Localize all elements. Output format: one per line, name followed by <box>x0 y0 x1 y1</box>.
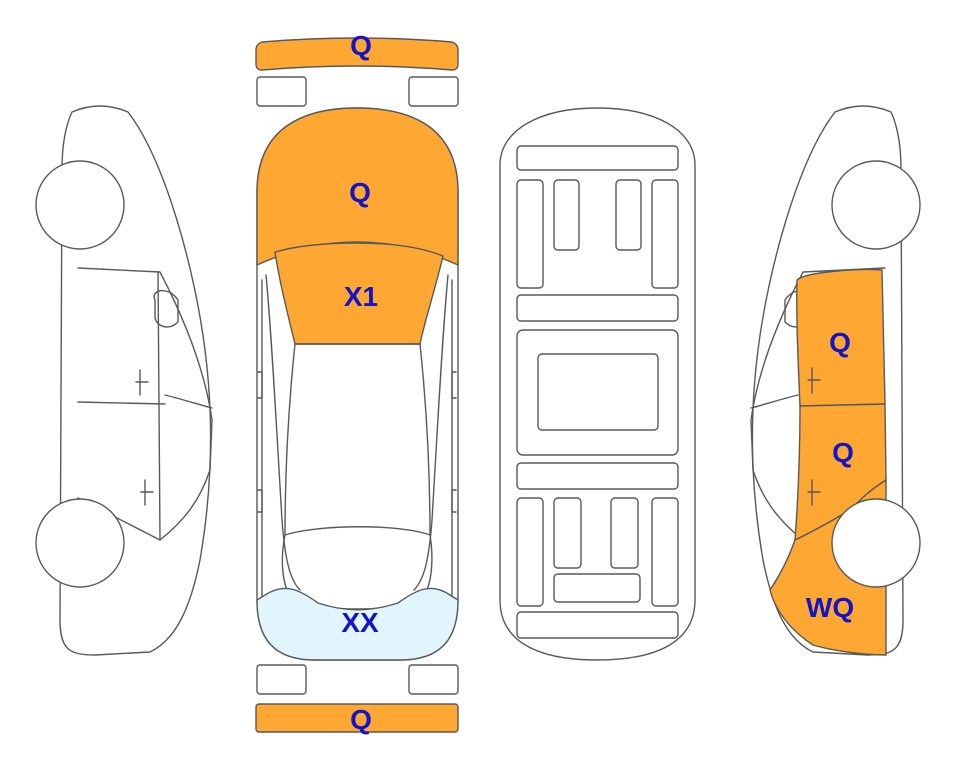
top-right-side-glass <box>413 274 449 591</box>
right-side-window-line <box>750 267 886 541</box>
underbody-rear-right-mount <box>610 497 639 569</box>
left-side-door-split <box>77 401 166 405</box>
right-side-belt <box>750 394 799 409</box>
underbody-center-panel <box>537 353 659 431</box>
roof <box>284 343 431 536</box>
rear-window-label: XX <box>341 607 379 638</box>
right-front-door-label: Q <box>829 327 851 358</box>
underbody-front-left-mount <box>553 179 580 251</box>
left-side-mirror <box>153 289 179 328</box>
underbody-front-crossmember <box>516 294 679 322</box>
front-bumper <box>255 37 459 71</box>
right-side-handle-front <box>807 367 821 394</box>
left-front-wheel <box>35 160 125 250</box>
rear-window <box>256 587 459 661</box>
top-left-mirror <box>257 371 263 399</box>
top-left-rear-handle <box>257 489 263 513</box>
top-left-side-glass <box>265 274 301 591</box>
left-side-pillar <box>157 271 161 541</box>
underbody-rear-right-rail <box>651 497 679 607</box>
windshield <box>274 242 444 345</box>
rear-bumper-label: Q <box>350 704 372 735</box>
right-rear-door-label: Q <box>832 437 854 468</box>
front-bumper-label: Q <box>350 30 372 61</box>
underbody-rear-left-mount <box>553 497 582 569</box>
left-side-handle-front <box>135 369 149 396</box>
underbody-front-bar <box>516 145 679 171</box>
top-right-rear-handle <box>451 489 457 513</box>
right-front-wheel <box>831 160 921 250</box>
rear-right-light <box>408 664 459 695</box>
underbody-rear-left-rail <box>516 497 544 607</box>
windshield-label: X1 <box>344 281 378 312</box>
underbody-front-right-rail <box>651 179 679 289</box>
rear-left-light <box>256 664 307 695</box>
left-side-view <box>35 105 213 656</box>
left-side-belt <box>164 394 213 409</box>
underbody-front-right-mount <box>615 179 642 251</box>
rear-bumper <box>255 703 459 733</box>
underbody-rear-bar <box>516 611 679 639</box>
front-right-light <box>408 76 459 107</box>
underbody-spare-well <box>553 573 641 603</box>
right-rear-wheel <box>831 498 921 588</box>
right-side-view: Q Q WQ <box>750 105 921 656</box>
top-view: Q Q X1 XX Q <box>255 30 459 735</box>
front-left-light <box>256 76 307 107</box>
left-side-window-line <box>77 267 213 541</box>
underbody-rear-crossmember <box>516 462 679 490</box>
hood-label: Q <box>349 177 371 208</box>
left-rear-wheel <box>35 498 125 588</box>
right-side-handle-rear <box>807 479 821 506</box>
top-right-mirror <box>451 371 457 399</box>
right-rear-quarter-label: WQ <box>806 592 854 623</box>
left-side-handle-rear <box>140 479 154 506</box>
underbody-view <box>499 107 696 661</box>
underbody-front-left-rail <box>516 179 544 289</box>
